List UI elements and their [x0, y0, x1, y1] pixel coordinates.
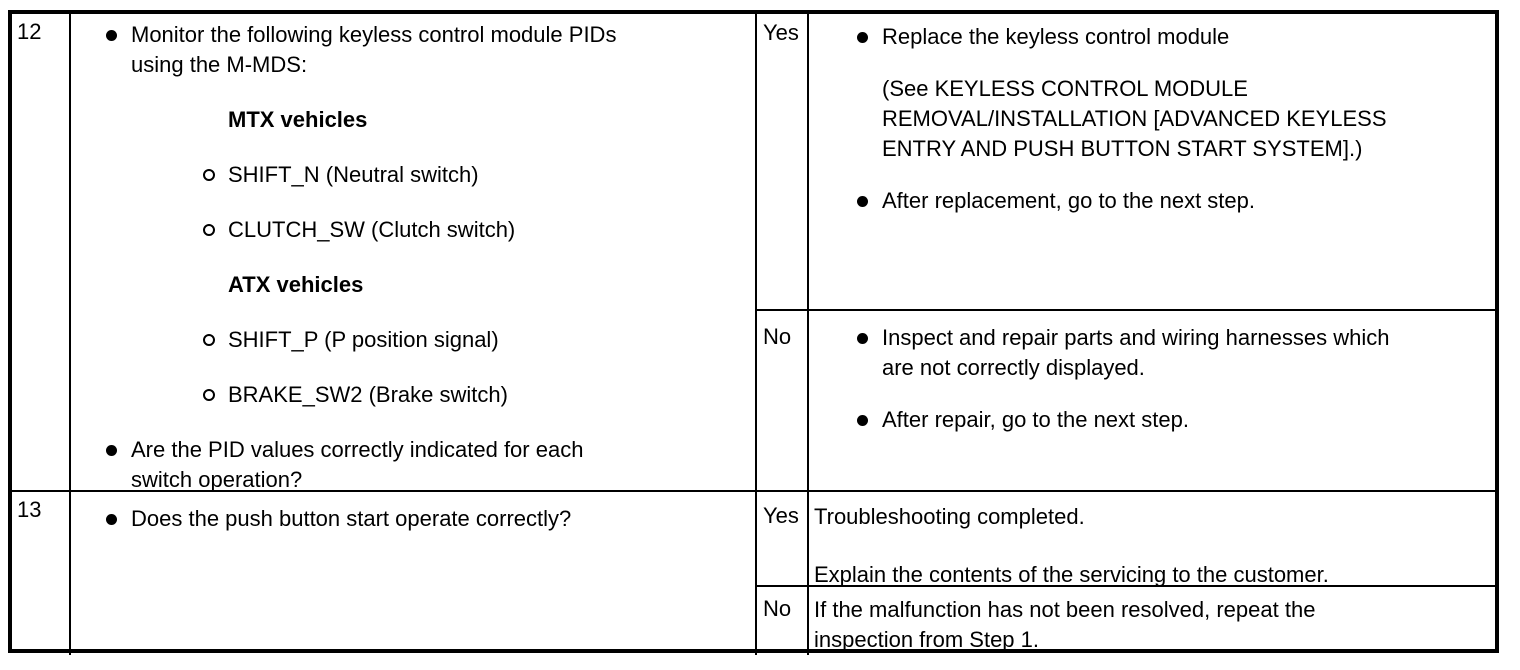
list-item: BRAKE_SW2 (Brake switch) [71, 380, 747, 410]
result-label-cell: No [757, 587, 809, 655]
inspection-cell: Monitor the following keyless control mo… [71, 14, 757, 490]
step-number: 13 [17, 497, 42, 522]
list-item: After replacement, go to the next step. [809, 186, 1487, 216]
result-row-no: No If the malfunction has not been resol… [757, 587, 1495, 655]
action-text: Troubleshooting completed. [814, 504, 1085, 529]
result-row-yes: Yes Troubleshooting completed. Explain t… [757, 492, 1495, 587]
result-row-yes: Yes Replace the keyless control module (… [757, 14, 1495, 311]
step-cell: 12 [12, 14, 71, 490]
list-item: Replace the keyless control module [809, 22, 1487, 52]
result-label-cell: Yes [757, 492, 809, 585]
bullet-icon [857, 323, 882, 344]
pid-item-text: SHIFT_N (Neutral switch) [228, 162, 479, 187]
table-row-step-13: 13 Does the push button start operate co… [12, 492, 1495, 655]
list-item: Inspect and repair parts and wiring harn… [809, 323, 1487, 383]
list-item: SHIFT_N (Neutral switch) [71, 160, 747, 190]
list-item: CLUTCH_SW (Clutch switch) [71, 215, 747, 245]
bullet-icon [857, 186, 882, 207]
action-text: Replace the keyless control module [882, 24, 1230, 49]
table-row-step-12: 12 Monitor the following keyless control… [12, 14, 1495, 492]
inspection-question: Are the PID values correctly indicated f… [131, 437, 584, 490]
action-cell: Inspect and repair parts and wiring harn… [809, 311, 1495, 490]
circle-bullet-icon [203, 380, 228, 401]
vehicle-type-heading: MTX vehicles [228, 107, 368, 132]
action-text: If the malfunction has not been resolved… [814, 597, 1316, 652]
list-item: MTX vehicles [71, 105, 747, 135]
list-item: SHIFT_P (P position signal) [71, 325, 747, 355]
bullet-icon [857, 22, 882, 43]
action-text: After replacement, go to the next step. [882, 188, 1255, 213]
yes-label: Yes [763, 20, 799, 45]
list-item: Are the PID values correctly indicated f… [71, 435, 747, 490]
action-cell: Troubleshooting completed. Explain the c… [809, 492, 1495, 585]
no-label: No [763, 596, 792, 621]
circle-bullet-icon [203, 215, 228, 236]
action-text: Explain the contents of the servicing to… [814, 562, 1329, 585]
result-label-cell: No [757, 311, 809, 490]
bullet-icon [857, 405, 882, 426]
action-text: Inspect and repair parts and wiring harn… [882, 325, 1390, 380]
bullet-icon [106, 435, 131, 456]
troubleshooting-table: 12 Monitor the following keyless control… [8, 10, 1499, 655]
result-label-cell: Yes [757, 14, 809, 309]
action-cell: If the malfunction has not been resolved… [809, 587, 1495, 655]
result-row-no: No Inspect and repair parts and wiring h… [757, 311, 1495, 490]
see-reference-text: (See KEYLESS CONTROL MODULE REMOVAL/INST… [882, 76, 1387, 161]
step-cell: 13 [12, 492, 71, 655]
inspection-cell: Does the push button start operate corre… [71, 492, 757, 655]
vehicle-type-heading: ATX vehicles [228, 272, 364, 297]
pid-item-text: SHIFT_P (P position signal) [228, 327, 499, 352]
list-item: Monitor the following keyless control mo… [71, 20, 747, 80]
action-text: After repair, go to the next step. [882, 407, 1189, 432]
circle-bullet-icon [203, 160, 228, 181]
step-number: 12 [17, 19, 42, 44]
pid-item-text: CLUTCH_SW (Clutch switch) [228, 217, 516, 242]
list-item: (See KEYLESS CONTROL MODULE REMOVAL/INST… [809, 74, 1487, 164]
results-column: Yes Troubleshooting completed. Explain t… [757, 492, 1495, 655]
circle-bullet-icon [203, 325, 228, 346]
bullet-icon [106, 504, 131, 525]
action-cell: Replace the keyless control module (See … [809, 14, 1495, 309]
yes-label: Yes [763, 503, 799, 528]
list-item: Does the push button start operate corre… [71, 504, 747, 534]
list-item: ATX vehicles [71, 270, 747, 300]
pid-item-text: BRAKE_SW2 (Brake switch) [228, 382, 508, 407]
results-column: Yes Replace the keyless control module (… [757, 14, 1495, 490]
inspection-text: Monitor the following keyless control mo… [131, 22, 617, 77]
bullet-icon [106, 20, 131, 41]
inspection-question: Does the push button start operate corre… [131, 506, 572, 531]
no-label: No [763, 324, 792, 349]
list-item: After repair, go to the next step. [809, 405, 1487, 435]
